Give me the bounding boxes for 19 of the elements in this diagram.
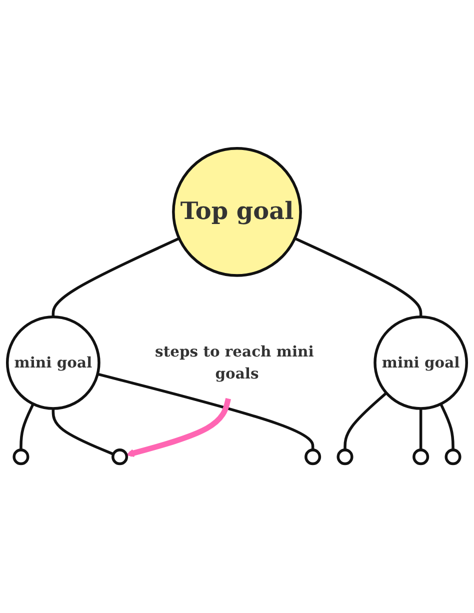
node-text: steps to reach mini goals xyxy=(155,342,314,382)
node-circle: mini goal xyxy=(374,316,468,410)
connector xyxy=(20,404,34,450)
connector xyxy=(419,408,422,450)
node-circle xyxy=(304,449,322,466)
connector xyxy=(97,373,314,450)
node-circle xyxy=(412,449,430,466)
node-circle xyxy=(112,449,128,466)
node-circle: Top goal xyxy=(172,147,302,278)
connector xyxy=(52,238,180,318)
connector xyxy=(52,408,114,456)
node-circle xyxy=(12,449,30,466)
node-circle: mini goal xyxy=(6,316,100,410)
arrow xyxy=(126,398,231,458)
node-circle xyxy=(336,449,354,466)
node-circle xyxy=(444,449,462,466)
connector xyxy=(294,238,422,318)
connector xyxy=(344,392,388,450)
connector xyxy=(440,404,454,450)
